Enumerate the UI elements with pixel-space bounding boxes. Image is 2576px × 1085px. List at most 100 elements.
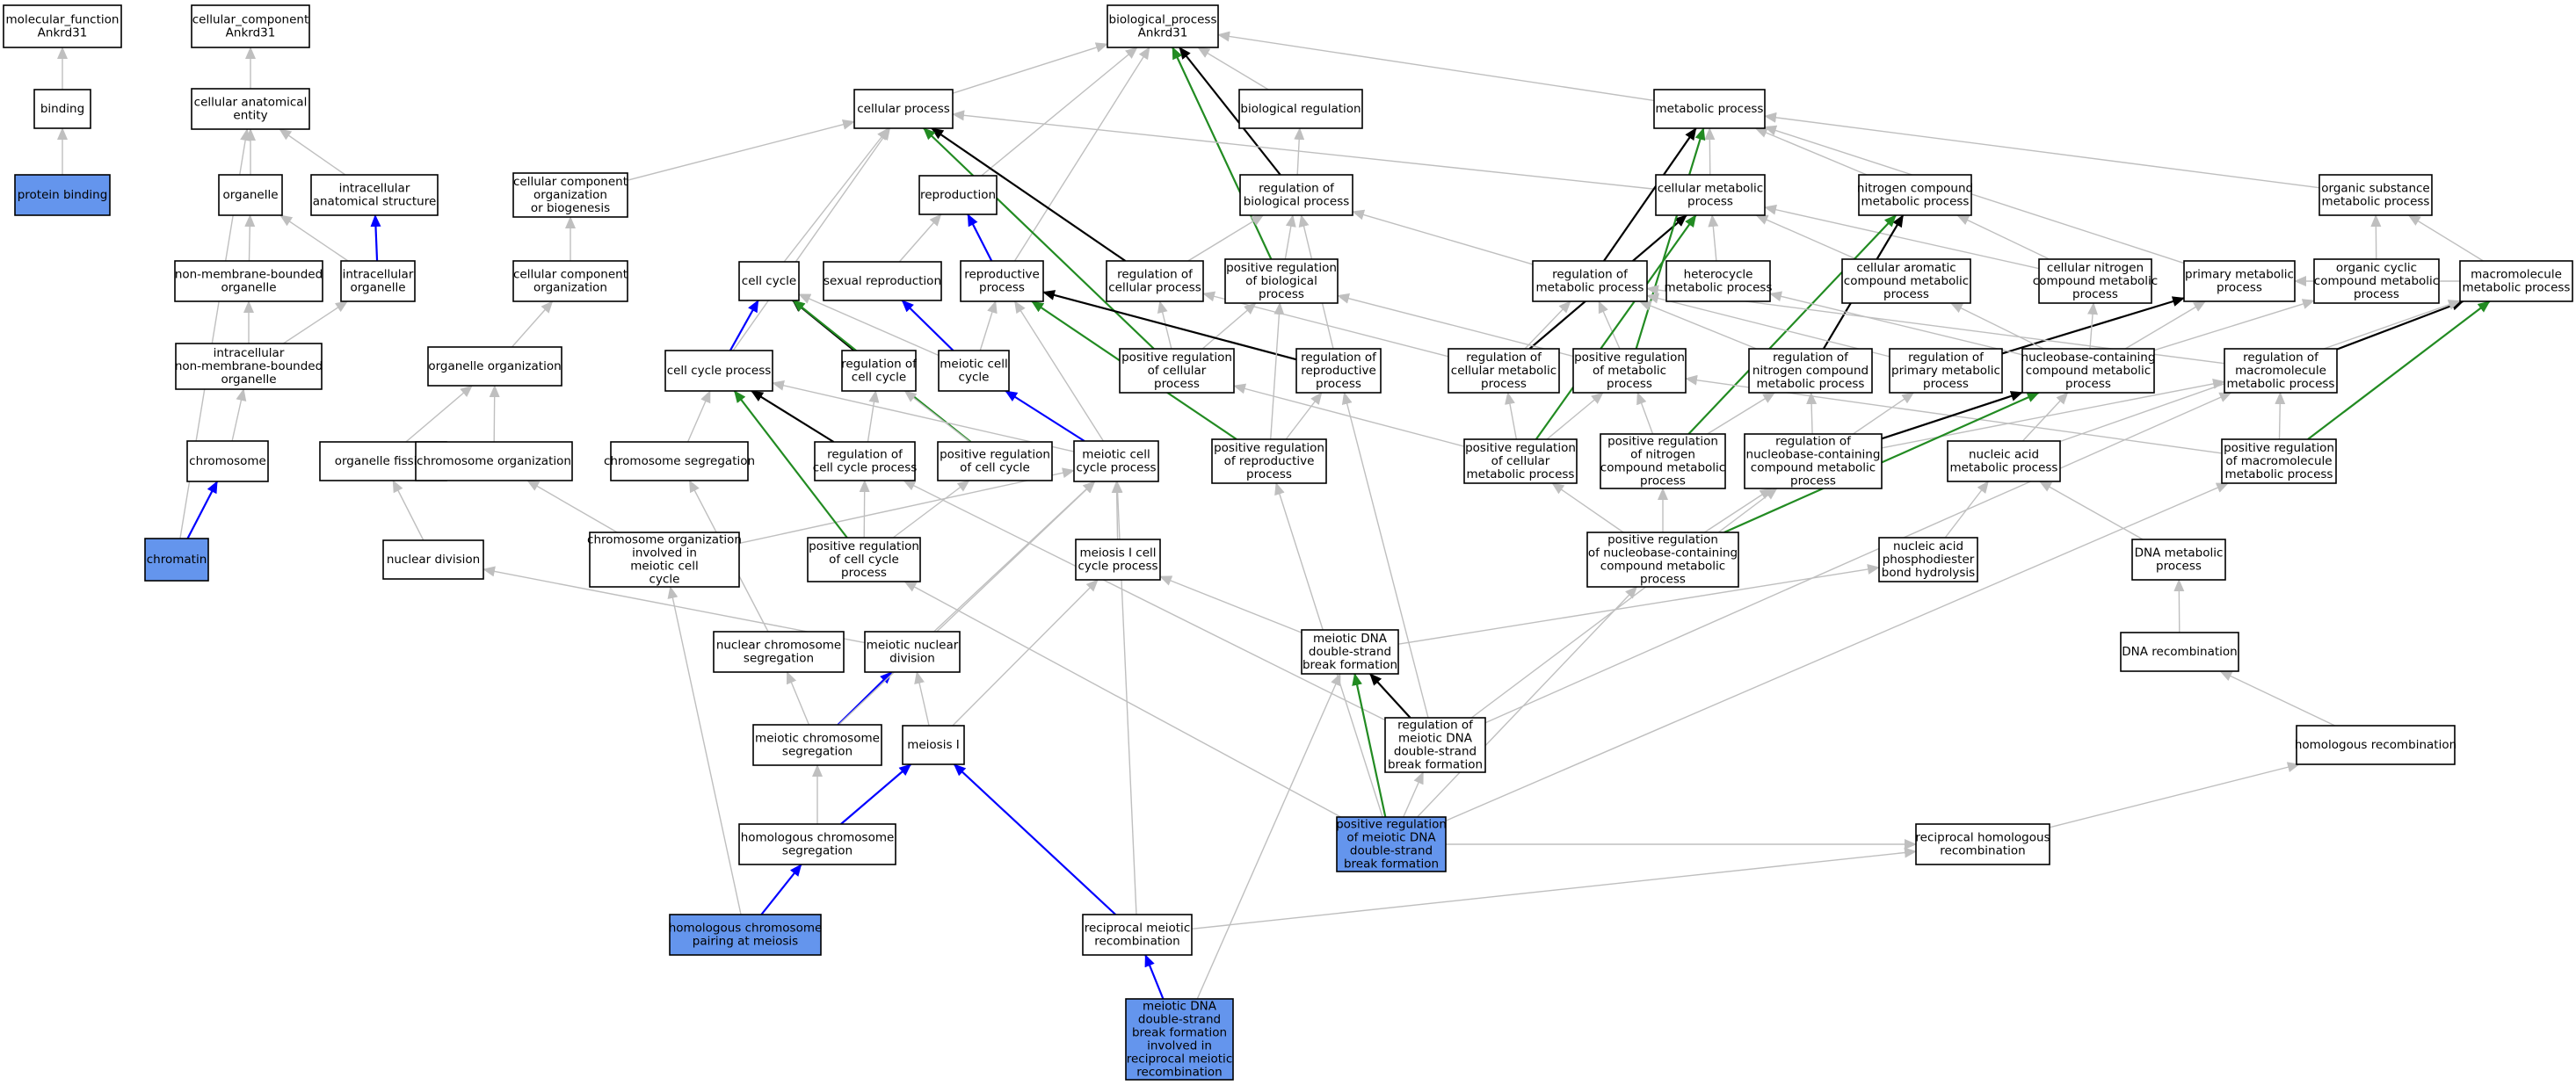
go-term-label: involved in [632, 546, 697, 561]
go-term-ccproc[interactable]: cell cycle process [664, 350, 773, 392]
edge-mdsbrmr-to-rmr [1144, 954, 1165, 1000]
go-term-nucdiv[interactable]: nuclear division [382, 539, 484, 580]
go-term-orgorg[interactable]: organelle organization [427, 346, 562, 387]
go-term-label: process [841, 566, 887, 580]
go-term-label: positive regulation [1574, 351, 1685, 365]
go-term-organelle[interactable]: organelle [218, 174, 283, 216]
go-term-chromosome[interactable]: chromosome [186, 440, 269, 482]
go-term-sexrep[interactable]: sexual reproduction [823, 261, 942, 301]
go-term-homrec[interactable]: homologous recombination [2295, 725, 2456, 765]
go-term-binding[interactable]: binding [33, 89, 91, 129]
go-term-meiosis1[interactable]: meiosis I [902, 725, 965, 765]
go-term-regnbc[interactable]: regulation ofnucleobase-containingcompou… [1744, 433, 1883, 489]
go-term-bioreg[interactable]: biological regulation [1238, 89, 1363, 129]
go-term-inmbo[interactable]: intracellularnon-membrane-boundedorganel… [175, 343, 323, 390]
go-term-cellcycle[interactable]: cell cycle [738, 261, 800, 301]
go-term-label: double-strand [1138, 1013, 1221, 1027]
go-term-repro[interactable]: reproduction [918, 175, 998, 215]
go-term-label: segregation [744, 652, 814, 666]
go-term-label: nucleobase-containing [2021, 351, 2156, 365]
go-term-box [2313, 258, 2440, 304]
go-term-box [2183, 260, 2296, 302]
edge-nucacid-to-nbc [2021, 392, 2069, 442]
go-term-chromseg[interactable]: chromosome segregation [604, 441, 755, 481]
go-term-metab[interactable]: metabolic process [1653, 89, 1766, 129]
go-term-chromatin[interactable]: chromatin [144, 538, 209, 582]
go-term-protbind[interactable]: protein binding [14, 174, 111, 216]
go-term-dnarec[interactable]: DNA recombination [2120, 632, 2239, 672]
go-term-label: meiotic DNA [1143, 1000, 1217, 1014]
go-term-box [218, 174, 283, 216]
go-term-box [937, 441, 1053, 481]
go-term-box [340, 260, 416, 302]
go-term-label: compound metabolic [1844, 274, 1969, 288]
go-term-label: positive regulation [1226, 261, 1337, 275]
go-term-box [1915, 823, 2050, 865]
go-term-box [1655, 174, 1766, 216]
go-term-chromorg[interactable]: chromosome organization [415, 441, 573, 481]
go-term-label: meiosis I [907, 738, 960, 752]
edge-posregrep-to-regrep [1285, 392, 1323, 440]
go-term-cellproc[interactable]: cellular process [853, 89, 954, 129]
go-term-label: metabolic process [1665, 281, 1773, 295]
